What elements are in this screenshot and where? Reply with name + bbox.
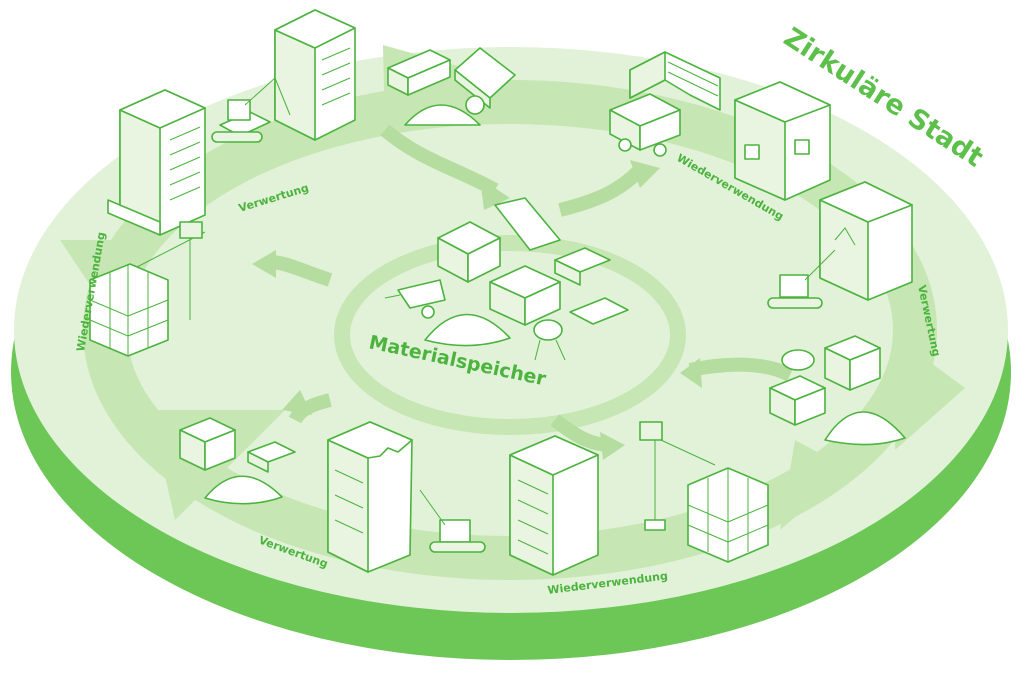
material-pallets-icon — [387, 47, 516, 109]
damaged-house-icon — [819, 181, 913, 301]
material-store-icon — [437, 197, 629, 326]
recycled-material-heap-icon — [404, 95, 485, 126]
demolition-excavator-2-icon — [419, 489, 486, 553]
left-crane-icon — [134, 221, 206, 320]
ring-arrow-bottom-right — [780, 440, 850, 530]
excavator-icon — [767, 249, 836, 309]
cement-mixer-icon — [533, 319, 566, 361]
demolition-excavator-icon — [211, 77, 291, 143]
new-building-icon — [509, 435, 599, 576]
office-tower-icon — [107, 89, 206, 236]
wheelbarrow-icon — [384, 279, 446, 319]
demolition-building-icon — [274, 9, 356, 141]
sand-heap-icon — [824, 411, 906, 446]
ring-arrow-left — [60, 240, 140, 300]
dump-truck-icon — [609, 93, 681, 157]
timber-stack-icon — [769, 335, 881, 426]
house-icon — [734, 81, 831, 201]
material-store-ring — [252, 124, 794, 460]
center-sand-heap-icon — [424, 313, 511, 347]
crane-icon — [639, 421, 716, 531]
masonry-wall-icon — [629, 51, 721, 111]
building-frame-icon — [687, 467, 769, 563]
left-pallets-icon — [179, 417, 296, 473]
left-heap-icon — [204, 475, 283, 505]
left-frame-icon — [89, 263, 169, 357]
demolished-building-icon — [327, 421, 413, 573]
ring-arrow-right — [895, 340, 965, 450]
